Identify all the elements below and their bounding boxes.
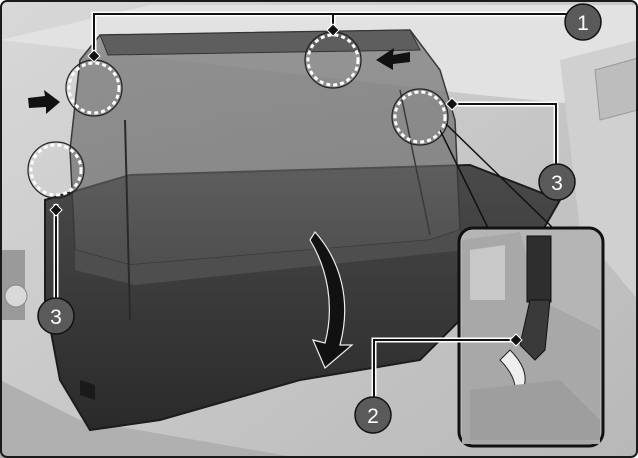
left-pillar: [0, 250, 25, 320]
leader-tip: [445, 97, 459, 111]
box-front-rim: [75, 230, 465, 285]
box-top-edge: [99, 29, 421, 56]
hinge: [80, 380, 95, 400]
damper-arm-top: [526, 235, 552, 303]
leader-tip: [509, 333, 523, 347]
clip-circle-right: [393, 90, 447, 144]
box-right-side-line: [399, 89, 431, 236]
callout-3-right: 3: [538, 163, 576, 201]
damper-arm-hook: [519, 299, 551, 361]
callout-2: 2: [354, 396, 392, 434]
detail-inset: [457, 226, 605, 448]
leader-lines-2: [373, 339, 516, 400]
side-knob: [4, 284, 28, 308]
callout-2-label: 2: [367, 405, 379, 428]
leader-lines-3: [55, 103, 557, 298]
inset-bracket: [470, 245, 505, 300]
inset-lower-panel: [470, 380, 600, 440]
stopper-circle-left: [67, 61, 121, 115]
push-arrow-right-icon: [376, 48, 410, 70]
callout-1: 1: [564, 3, 602, 41]
leader-tip: [49, 203, 63, 217]
zoom-connector: [439, 123, 556, 233]
stopper-circle-center: [306, 33, 360, 87]
rotate-down-arrow-icon: [309, 231, 354, 369]
callout-1-label: 1: [577, 12, 589, 35]
clip-circle-left: [29, 143, 83, 197]
highlight-circles: [29, 33, 447, 197]
vent: [594, 57, 638, 121]
leader-tip: [87, 49, 101, 63]
leader-tip: [326, 23, 340, 37]
callout-3-left-label: 3: [50, 306, 62, 329]
callout-3-right-label: 3: [551, 172, 563, 195]
floor-area: [0, 380, 300, 458]
callout-3-left: 3: [37, 297, 75, 335]
push-arrow-left-icon: [28, 90, 60, 114]
box-left-side-line: [124, 119, 131, 321]
